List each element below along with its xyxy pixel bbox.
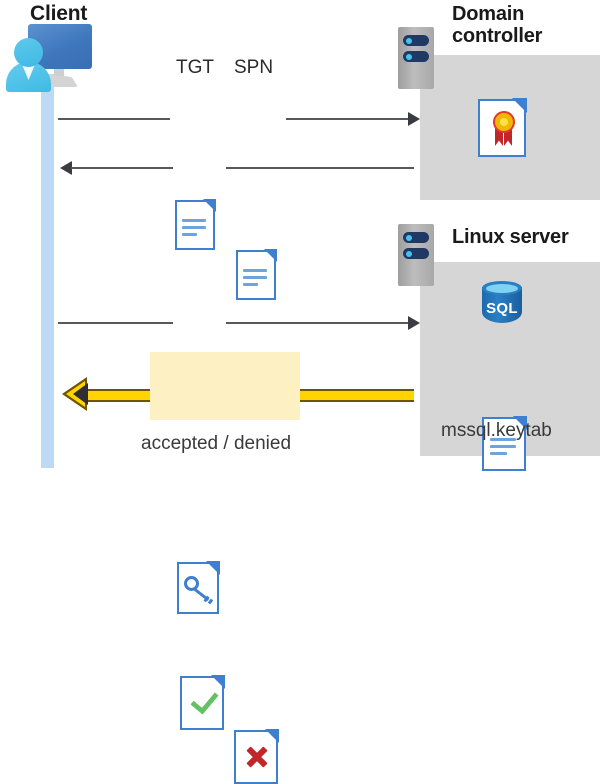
arrowhead-to-client-result <box>62 377 88 411</box>
domain-controller-server-rack-icon <box>398 27 434 89</box>
domain-controller-label: Domain controller <box>452 3 592 48</box>
seal-disc <box>493 111 515 133</box>
rack-led-1 <box>406 37 412 44</box>
ribbon-right <box>504 127 512 146</box>
auth-result-line-left <box>88 389 150 402</box>
message-line-request-right <box>286 118 411 120</box>
message-line-request-left <box>58 118 170 120</box>
client-computer-user-icon <box>6 24 92 92</box>
doc-text-line <box>243 269 267 272</box>
linux-server-rack-icon <box>398 224 434 286</box>
doc-fold <box>265 729 279 743</box>
user-head <box>14 38 43 67</box>
doc-fold <box>203 199 216 212</box>
doc-text-line <box>182 233 197 236</box>
arrowhead-to-client-ticket <box>60 161 72 175</box>
certificate-document-icon <box>478 98 527 157</box>
tgt-document-icon <box>175 199 216 250</box>
rack-led-2 <box>406 250 412 257</box>
doc-fold <box>512 98 527 113</box>
auth-result-highlight-box <box>150 352 300 420</box>
keytab-document-icon <box>482 416 527 471</box>
present-ticket-key-document-icon <box>177 561 220 614</box>
doc-fold <box>211 675 225 689</box>
seal-center <box>500 118 508 126</box>
ribbon-left <box>495 127 503 146</box>
rack-bay-1 <box>403 232 429 243</box>
spn-document-icon <box>236 249 277 300</box>
rack-bay-2 <box>403 248 429 259</box>
spn-label: SPN <box>234 57 274 78</box>
tgt-label: TGT <box>176 57 214 78</box>
keytab-filename-label: mssql.keytab <box>441 420 552 441</box>
accepted-document-icon <box>180 675 225 730</box>
db-top <box>482 281 522 295</box>
message-line-ticket-right <box>226 167 414 169</box>
doc-text-line <box>243 276 267 279</box>
doc-text-line <box>490 438 516 441</box>
domain-controller-label-line2: controller <box>452 25 543 48</box>
monitor-base <box>40 76 78 87</box>
linux-server-label: Linux server <box>452 226 569 248</box>
cross-icon <box>245 745 269 769</box>
diagram-canvas: Client Domain controller Linux server <box>6 2 600 784</box>
client-label: Client <box>30 2 88 25</box>
accepted-denied-label: accepted / denied <box>141 433 292 454</box>
denied-document-icon <box>234 729 279 784</box>
sql-text: SQL <box>486 300 518 317</box>
rack-bay-2 <box>403 51 429 62</box>
doc-text-line <box>182 226 206 229</box>
arrowhead-to-linux-server <box>408 316 420 330</box>
doc-fold <box>513 416 527 430</box>
doc-text-line <box>490 452 507 455</box>
domain-controller-label-line1: Domain <box>452 3 525 25</box>
doc-text-line <box>490 445 516 448</box>
doc-text-line <box>182 219 206 222</box>
client-lifeline <box>41 74 54 468</box>
monitor-neck <box>54 69 64 78</box>
doc-fold <box>264 249 277 262</box>
rack-led-2 <box>406 53 412 60</box>
doc-fold <box>206 561 220 575</box>
db-top-inner <box>486 284 518 293</box>
doc-text-line <box>243 283 258 286</box>
auth-result-line-right <box>300 389 414 402</box>
arrowhead-to-domain-controller <box>408 112 420 126</box>
rack-led-1 <box>406 234 412 241</box>
message-line-present-right <box>226 322 411 324</box>
arrowhead-core <box>73 383 88 405</box>
certificate-rosette <box>491 111 517 146</box>
sql-database-icon: SQL <box>476 278 528 330</box>
message-line-present-left <box>58 322 173 324</box>
rack-bay-1 <box>403 35 429 46</box>
message-line-ticket-left <box>71 167 173 169</box>
